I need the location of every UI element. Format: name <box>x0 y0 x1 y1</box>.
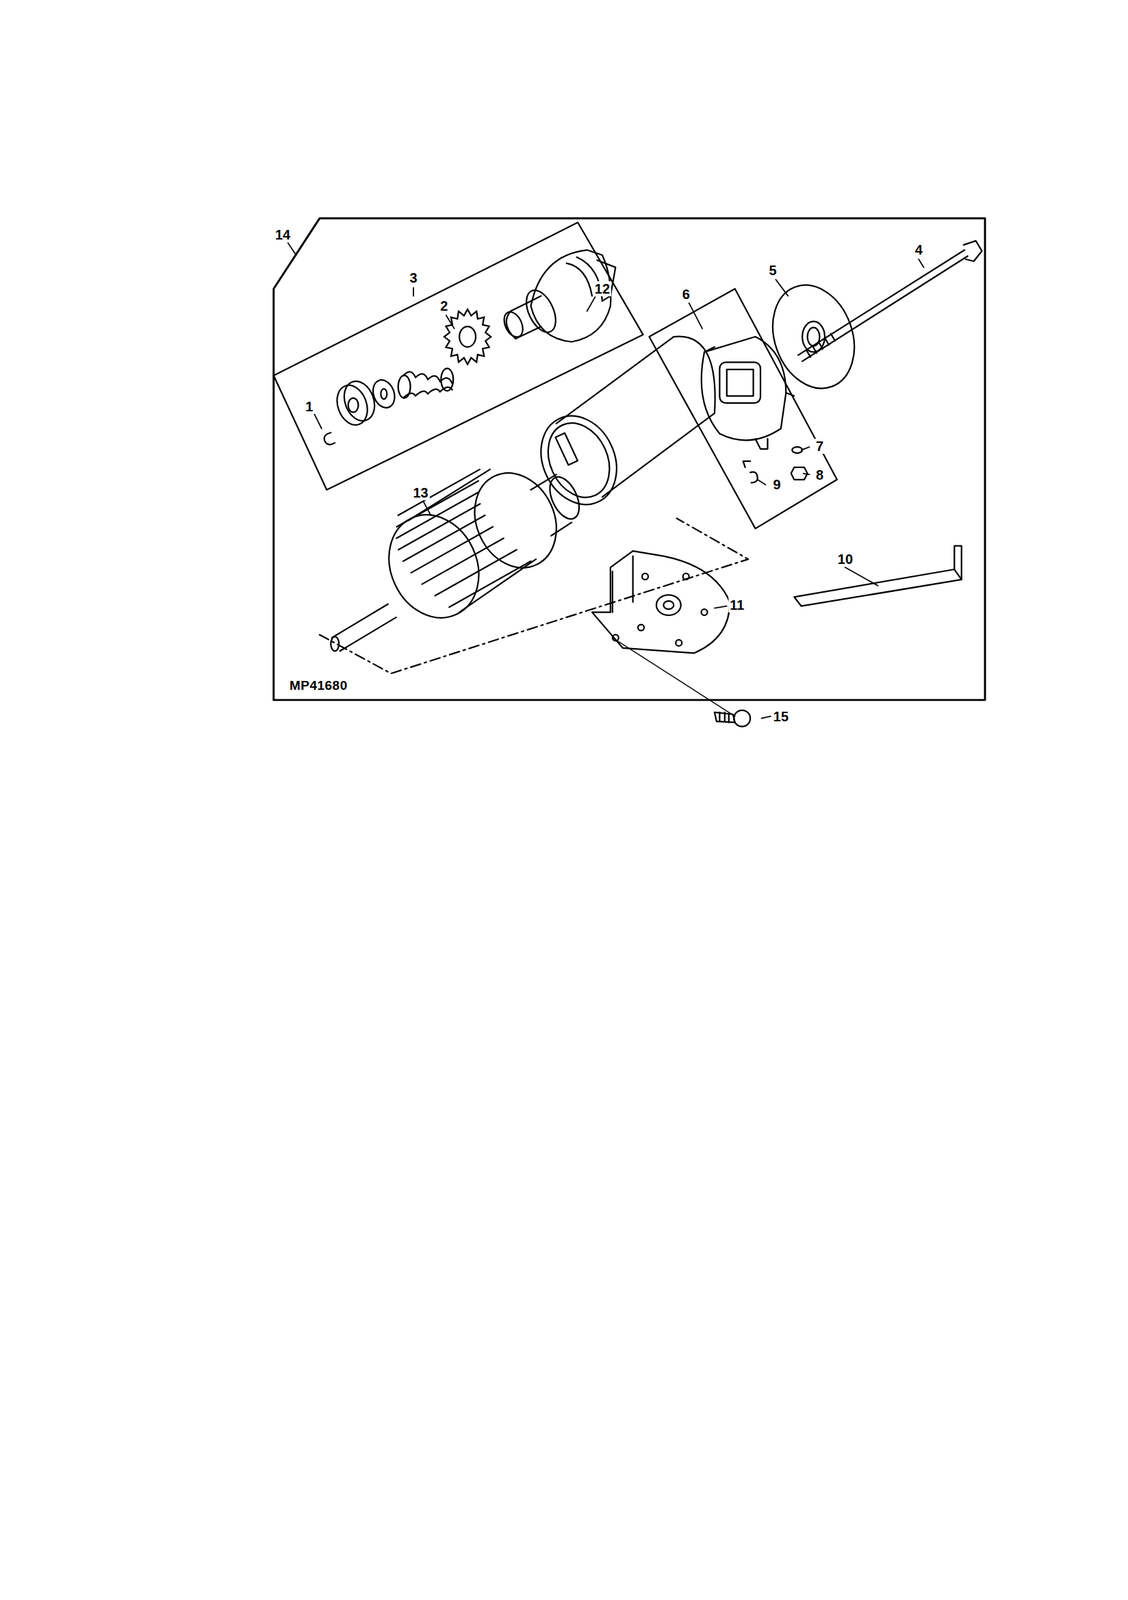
callout-number: 11 <box>728 597 746 613</box>
cap-screw <box>714 710 751 727</box>
brush-group-box <box>649 288 838 529</box>
callout-number: 4 <box>913 242 925 258</box>
callout-number: 14 <box>273 227 292 243</box>
callout-number: 7 <box>814 438 825 454</box>
end-plate <box>759 273 869 400</box>
gear-teeth <box>444 309 491 365</box>
field-housing <box>527 336 716 518</box>
drive-housing <box>500 249 616 342</box>
figure-id: MP41680 <box>288 678 350 694</box>
kit-frame <box>273 218 985 701</box>
armature-slot <box>396 481 479 528</box>
callout-number: 8 <box>814 467 825 483</box>
armature-slot <box>435 549 517 596</box>
callout-number: 6 <box>681 286 692 302</box>
callout-number: 2 <box>438 298 450 314</box>
mounting-bracket <box>592 550 730 653</box>
armature-slot <box>398 503 480 550</box>
gear-hub <box>459 326 476 348</box>
callout-number: 5 <box>767 262 778 278</box>
retainer-clip <box>324 432 336 445</box>
drive-group-box <box>273 222 644 491</box>
through-bolt <box>798 240 982 362</box>
armature-slot <box>449 561 531 608</box>
pinion-gear <box>444 309 491 365</box>
callout-number: 3 <box>407 270 419 286</box>
callout-number: 12 <box>593 281 612 297</box>
callout-number: 9 <box>771 477 782 493</box>
callout-number: 1 <box>303 399 315 415</box>
armature-region <box>319 518 749 674</box>
callout-number: 10 <box>836 551 855 567</box>
brush-holder <box>701 336 808 483</box>
armature-slot <box>422 538 504 585</box>
stop-collar <box>331 377 380 430</box>
washer <box>369 377 399 411</box>
armature-slot <box>396 492 478 538</box>
callout-number: 15 <box>772 709 790 725</box>
armature <box>330 459 586 652</box>
armature-slot <box>398 469 480 516</box>
leader-lines <box>288 242 925 719</box>
support-strap <box>793 546 962 607</box>
callout-number: 13 <box>411 485 430 501</box>
drive-spring <box>398 368 454 398</box>
armature-slot <box>411 527 493 573</box>
